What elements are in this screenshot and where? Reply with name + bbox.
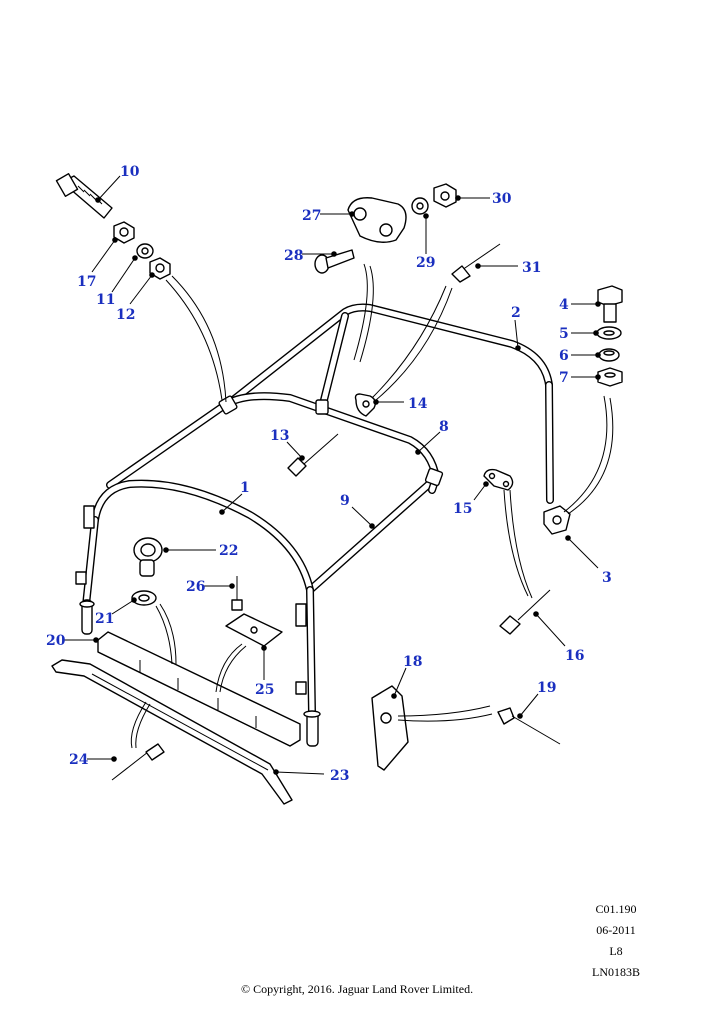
callout-30: 30 [492,191,512,207]
rail-part-23-icon [51,659,293,805]
washer-part-21-icon [131,590,157,606]
callout-7: 7 [559,370,569,386]
callout-23: 23 [330,768,349,784]
plate-part-25-icon [225,613,283,647]
diagram-date: 06-2011 [596,923,636,937]
callout-28: 28 [284,248,303,264]
callout-15: 15 [453,501,472,517]
nut-part-7-icon [597,367,623,387]
callout-labels: 10 17 11 12 27 28 29 30 31 2 4 5 6 7 3 1… [46,164,612,784]
callout-10: 10 [120,164,140,180]
callout-31: 31 [522,260,541,276]
callout-11: 11 [96,292,115,308]
callout-20: 20 [46,633,66,649]
nut-part-30-icon [433,183,457,208]
hood-frame [75,303,554,747]
rivet-part-24-icon [111,743,165,781]
callout-13: 13 [270,428,289,444]
callout-leaders [64,175,601,775]
callout-17: 17 [77,274,96,290]
callout-25: 25 [255,682,274,698]
rivet-part-19-icon [497,707,561,745]
callout-14: 14 [408,396,428,412]
callout-19: 19 [537,680,556,696]
callout-18: 18 [403,654,422,670]
bracket-part-27-icon [347,197,407,243]
washer-part-6-icon [598,348,620,362]
callout-9: 9 [340,493,350,509]
diagram-code: C01.190 [595,902,637,916]
callout-16: 16 [565,648,584,664]
rivet-part-31-icon [451,243,501,283]
rivet-part-16-icon [499,589,551,635]
callout-29: 29 [416,255,435,271]
eye-bolt-part-22-icon [133,537,163,577]
diagram-level: L8 [609,944,623,958]
callout-4: 4 [559,297,569,313]
washer-part-5-icon [596,326,622,340]
bolt-part-10-icon [55,173,113,219]
callout-2: 2 [511,305,521,321]
callout-26: 26 [186,579,205,595]
callout-8: 8 [439,419,449,435]
copyright-notice: © Copyright, 2016. Jaguar Land Rover Lim… [241,982,474,996]
assembly-guide-lines [130,263,614,749]
washer-part-29-icon [411,197,429,215]
screw-part-28-icon [314,249,355,274]
callout-5: 5 [559,326,569,342]
callout-3: 3 [602,570,612,586]
foot-part-3-icon [543,505,571,535]
nut-part-17-icon [113,221,135,244]
bracket-part-15-icon [483,468,514,491]
callout-24: 24 [69,752,89,768]
callout-21: 21 [95,611,114,627]
washer-part-11-icon [136,243,154,259]
callout-12: 12 [116,307,135,323]
bolt-part-4-icon [597,285,623,323]
nut-part-12-icon [149,257,171,280]
callout-6: 6 [559,348,569,364]
bracket-part-18-icon [371,685,409,771]
callout-1: 1 [240,480,250,496]
rail-part-20-icon [97,631,301,747]
screw-part-26-icon [231,576,243,611]
rivet-part-13-icon [287,433,339,477]
callout-22: 22 [219,543,238,559]
callout-27: 27 [302,208,321,224]
illustration-number: LN0183B [592,965,640,979]
